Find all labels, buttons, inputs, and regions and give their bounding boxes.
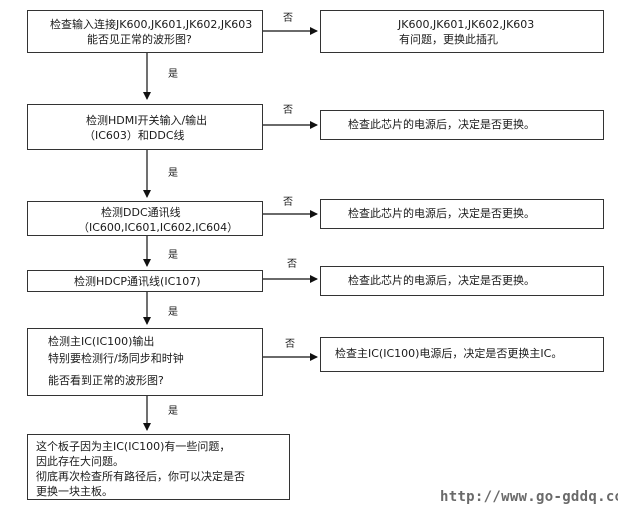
step-check-input-jacks: 检查输入连接JK600,JK601,JK602,JK603 能否见正常的波形图? <box>27 10 263 53</box>
no-label: 否 <box>283 105 293 116</box>
yes-label: 是 <box>168 69 178 80</box>
action-check-chip-power: 检查此芯片的电源后，决定是否更换。 <box>320 266 604 296</box>
no-label: 否 <box>283 13 293 24</box>
action-check-main-ic-power: 检查主IC(IC100)电源后，决定是否更换主IC。 <box>320 337 604 372</box>
step-check-hdcp-line: 检测HDCP通讯线(IC107) <box>27 270 263 292</box>
step-text: （IC603）和DDC线 <box>84 129 185 142</box>
step-text: 这个板子因为主IC(IC100)有一些问题， <box>36 440 231 453</box>
step-text: 检测HDCP通讯线(IC107) <box>74 275 201 288</box>
step-text: 特别要检测行/场同步和时钟 <box>48 352 184 365</box>
action-text: 检查此芯片的电源后，决定是否更换。 <box>348 118 535 131</box>
action-text: 检查此芯片的电源后，决定是否更换。 <box>348 274 535 287</box>
step-text: （IC600,IC601,IC602,IC604） <box>78 221 239 234</box>
step-check-main-ic-output: 检测主IC(IC100)输出 特别要检测行/场同步和时钟 能否看到正常的波形图? <box>27 328 263 396</box>
step-text: 因此存在大问题。 <box>36 455 124 468</box>
no-label: 否 <box>285 339 295 350</box>
yes-label: 是 <box>168 168 178 179</box>
step-text: 能否看到正常的波形图? <box>48 374 164 387</box>
action-text: 有问题，更换此插孔 <box>399 33 498 46</box>
step-check-hdmi-switch: 检测HDMI开关输入/输出 （IC603）和DDC线 <box>27 104 263 150</box>
step-conclusion-replace-board: 这个板子因为主IC(IC100)有一些问题， 因此存在大问题。 彻底再次检查所有… <box>27 434 290 500</box>
action-text: 检查主IC(IC100)电源后，决定是否更换主IC。 <box>335 347 563 360</box>
yes-label: 是 <box>168 307 178 318</box>
action-replace-jacks: JK600,JK601,JK602,JK603 有问题，更换此插孔 <box>320 10 604 53</box>
step-text: 彻底再次检查所有路径后，你可以决定是否 <box>36 470 245 483</box>
step-text: 检测DDC通讯线 <box>101 206 181 219</box>
step-check-ddc-line: 检测DDC通讯线 （IC600,IC601,IC602,IC604） <box>27 201 263 236</box>
action-text: JK600,JK601,JK602,JK603 <box>398 18 535 31</box>
step-text: 检测HDMI开关输入/输出 <box>86 114 208 127</box>
watermark-url: http://www.go-gddq.com <box>440 489 618 505</box>
action-check-chip-power: 检查此芯片的电源后，决定是否更换。 <box>320 110 604 140</box>
action-check-chip-power: 检查此芯片的电源后，决定是否更换。 <box>320 199 604 229</box>
step-text: 检查输入连接JK600,JK601,JK602,JK603 <box>50 18 253 31</box>
yes-label: 是 <box>168 250 178 261</box>
step-text: 检测主IC(IC100)输出 <box>48 335 155 348</box>
step-text: 能否见正常的波形图? <box>87 33 192 46</box>
no-label: 否 <box>283 197 293 208</box>
no-label: 否 <box>287 259 297 270</box>
yes-label: 是 <box>168 406 178 417</box>
action-text: 检查此芯片的电源后，决定是否更换。 <box>348 207 535 220</box>
step-text: 更换一块主板。 <box>36 485 113 498</box>
